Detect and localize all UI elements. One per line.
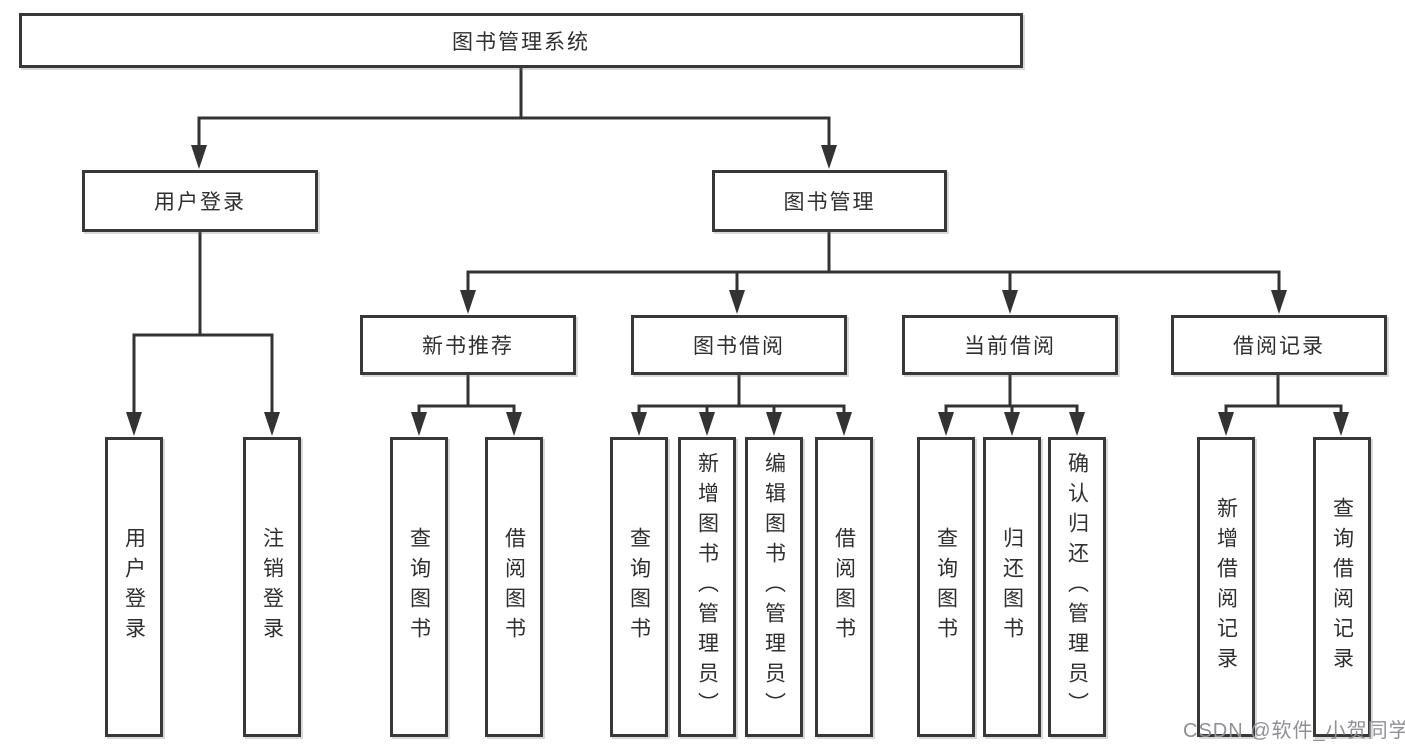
arrowhead [938,412,954,436]
arrowhead [460,290,476,314]
leaf-query-borrow-record: 查询借阅记录 [1313,437,1371,737]
arrowhead [126,412,142,436]
leaf-add-borrow-record: 新增借阅记录 [1197,437,1255,737]
arrowhead [1333,412,1349,436]
arrowhead [836,412,852,436]
leaf-user-login: 用户登录 [105,437,163,737]
arrowhead [729,290,745,314]
arrowhead [1069,412,1085,436]
arrowhead [766,412,782,436]
arrowhead [1218,412,1234,436]
node-current-borrowing: 当前借阅 [902,315,1118,375]
leaf-borrow-books: 借阅图书 [815,437,873,737]
leaf-edit-books-admin: 编辑图书（管理员） [745,437,803,737]
node-library-management-system: 图书管理系统 [19,13,1023,68]
arrowhead [1271,290,1287,314]
leaf-logout: 注销登录 [243,437,301,737]
leaf-confirm-return-admin: 确认归还（管理员） [1048,437,1106,737]
arrowhead [411,412,427,436]
arrowhead [699,412,715,436]
node-new-book-recommend: 新书推荐 [360,315,576,375]
node-user-login: 用户登录 [82,170,318,232]
leaf-query-books-borrowing: 查询图书 [610,437,668,737]
node-book-borrowing: 图书借阅 [631,315,847,375]
arrowhead [821,145,837,169]
csdn-watermark: CSDN @软件_小贺同学 [1183,720,1405,742]
arrowhead [1002,290,1018,314]
leaf-add-books-admin: 新增图书（管理员） [678,437,736,737]
arrowhead [191,145,207,169]
leaf-query-books-recommend: 查询图书 [390,437,448,737]
arrowhead [264,412,280,436]
arrowhead [631,412,647,436]
arrowhead [506,412,522,436]
arrowhead [1004,412,1020,436]
leaf-return-books: 归还图书 [983,437,1041,737]
leaf-borrow-books-recommend: 借阅图书 [485,437,543,737]
node-book-management: 图书管理 [712,170,947,232]
node-borrow-records: 借阅记录 [1171,315,1387,375]
leaf-query-books-current: 查询图书 [917,437,975,737]
